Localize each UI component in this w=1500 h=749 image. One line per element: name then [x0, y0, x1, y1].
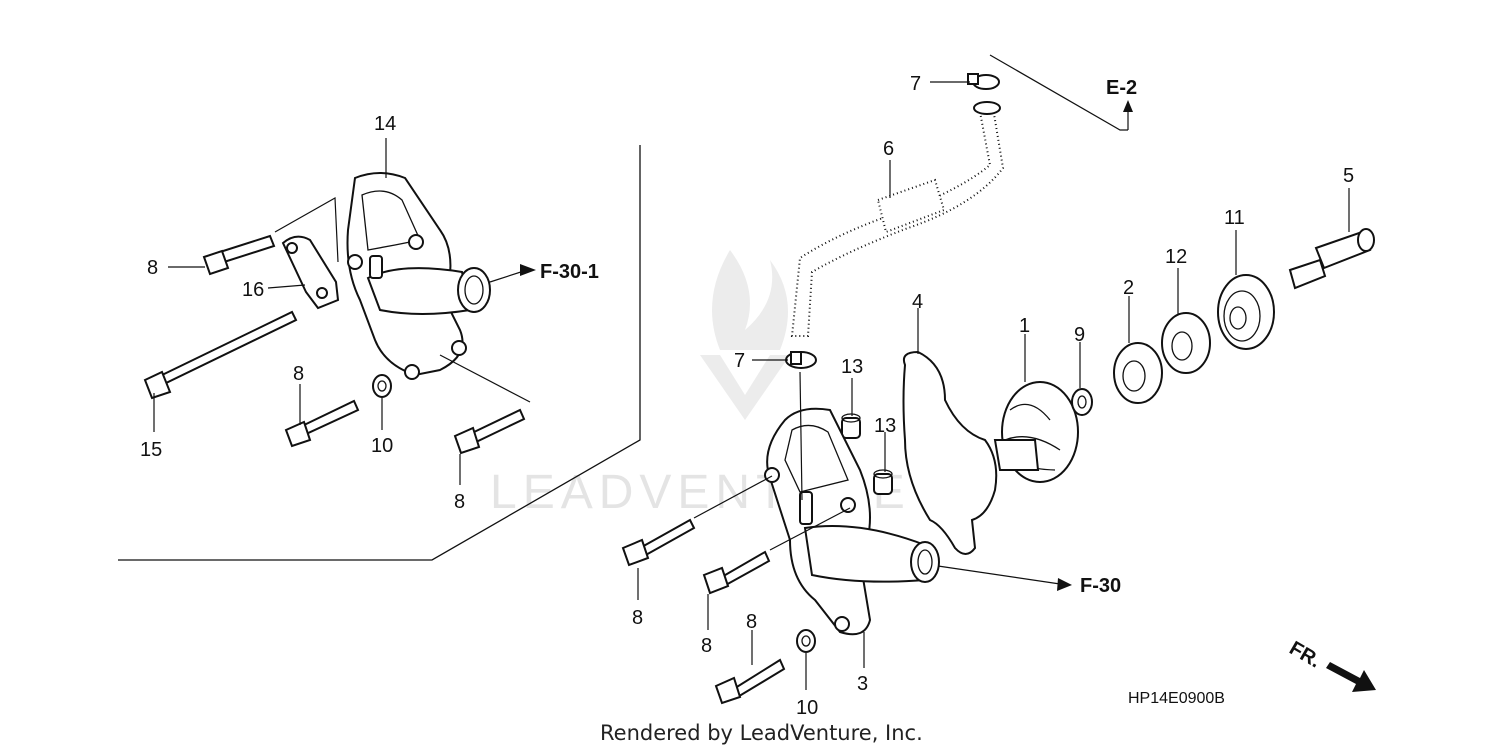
- washer-9: [1071, 388, 1093, 416]
- main-washer-10: [796, 629, 816, 653]
- label-8-inset-bottom: 8: [454, 491, 465, 513]
- diagram-code: HP14E0900B: [1128, 690, 1225, 707]
- main-bolt-8-upper: [621, 518, 696, 567]
- label-16: 16: [242, 279, 264, 301]
- label-8-inset-top: 8: [147, 257, 158, 279]
- inset-bolt-15-long: [143, 310, 298, 400]
- label-12: 12: [1165, 246, 1187, 268]
- label-10-inset: 10: [371, 435, 393, 457]
- clamp-7-top: [967, 73, 1000, 90]
- main-bolt-8-middle: [702, 550, 771, 595]
- inset-bolt-8-top: [202, 234, 276, 276]
- ref-f30: F-30: [1080, 575, 1121, 597]
- ref-fr: FR.: [1286, 637, 1325, 672]
- front-direction-arrow: [1326, 662, 1376, 692]
- inset-frame: [118, 145, 641, 561]
- hose-6: [790, 101, 1005, 337]
- label-2: 2: [1123, 277, 1134, 299]
- label-14: 14: [374, 113, 396, 135]
- label-7-lower: 7: [734, 350, 745, 372]
- clamp-7-lower: [785, 351, 817, 369]
- label-8-main-left: 8: [632, 607, 643, 629]
- credit-text: Rendered by LeadVenture, Inc.: [600, 721, 923, 745]
- ref-e2: E-2: [1106, 77, 1137, 99]
- label-7-top: 7: [910, 73, 921, 95]
- label-8-inset-mid: 8: [293, 363, 304, 385]
- label-8-main-lower: 8: [746, 611, 757, 633]
- label-6: 6: [883, 138, 894, 160]
- label-11: 11: [1224, 207, 1245, 229]
- impeller-1: [993, 381, 1079, 483]
- inset-washer-10: [372, 374, 392, 398]
- pump-cover-3: [764, 407, 940, 636]
- main-bolt-8-lower: [714, 658, 786, 705]
- gasket-4: [902, 350, 998, 555]
- ref-f30-1: F-30-1: [540, 261, 599, 283]
- label-8-main-mid: 8: [701, 635, 712, 657]
- inset-pump-cover: [346, 172, 491, 380]
- label-10-main: 10: [796, 697, 818, 719]
- label-3: 3: [857, 673, 868, 695]
- label-9: 9: [1074, 324, 1085, 346]
- inset-bracket-16: [281, 235, 340, 310]
- label-13-a: 13: [841, 356, 863, 378]
- label-1: 1: [1019, 315, 1030, 337]
- collar-13-b: [873, 469, 893, 495]
- shaft-5: [1288, 228, 1375, 290]
- label-5: 5: [1343, 165, 1354, 187]
- label-15: 15: [140, 439, 162, 461]
- label-4: 4: [912, 291, 923, 313]
- seal-12: [1161, 312, 1211, 374]
- bearing-11: [1217, 274, 1275, 350]
- oil-seal-2: [1113, 342, 1163, 404]
- collar-13-a: [841, 413, 861, 439]
- label-13-b: 13: [874, 415, 896, 437]
- inset-bolt-8-bottom: [453, 408, 526, 455]
- inset-bolt-8-mid: [284, 399, 360, 448]
